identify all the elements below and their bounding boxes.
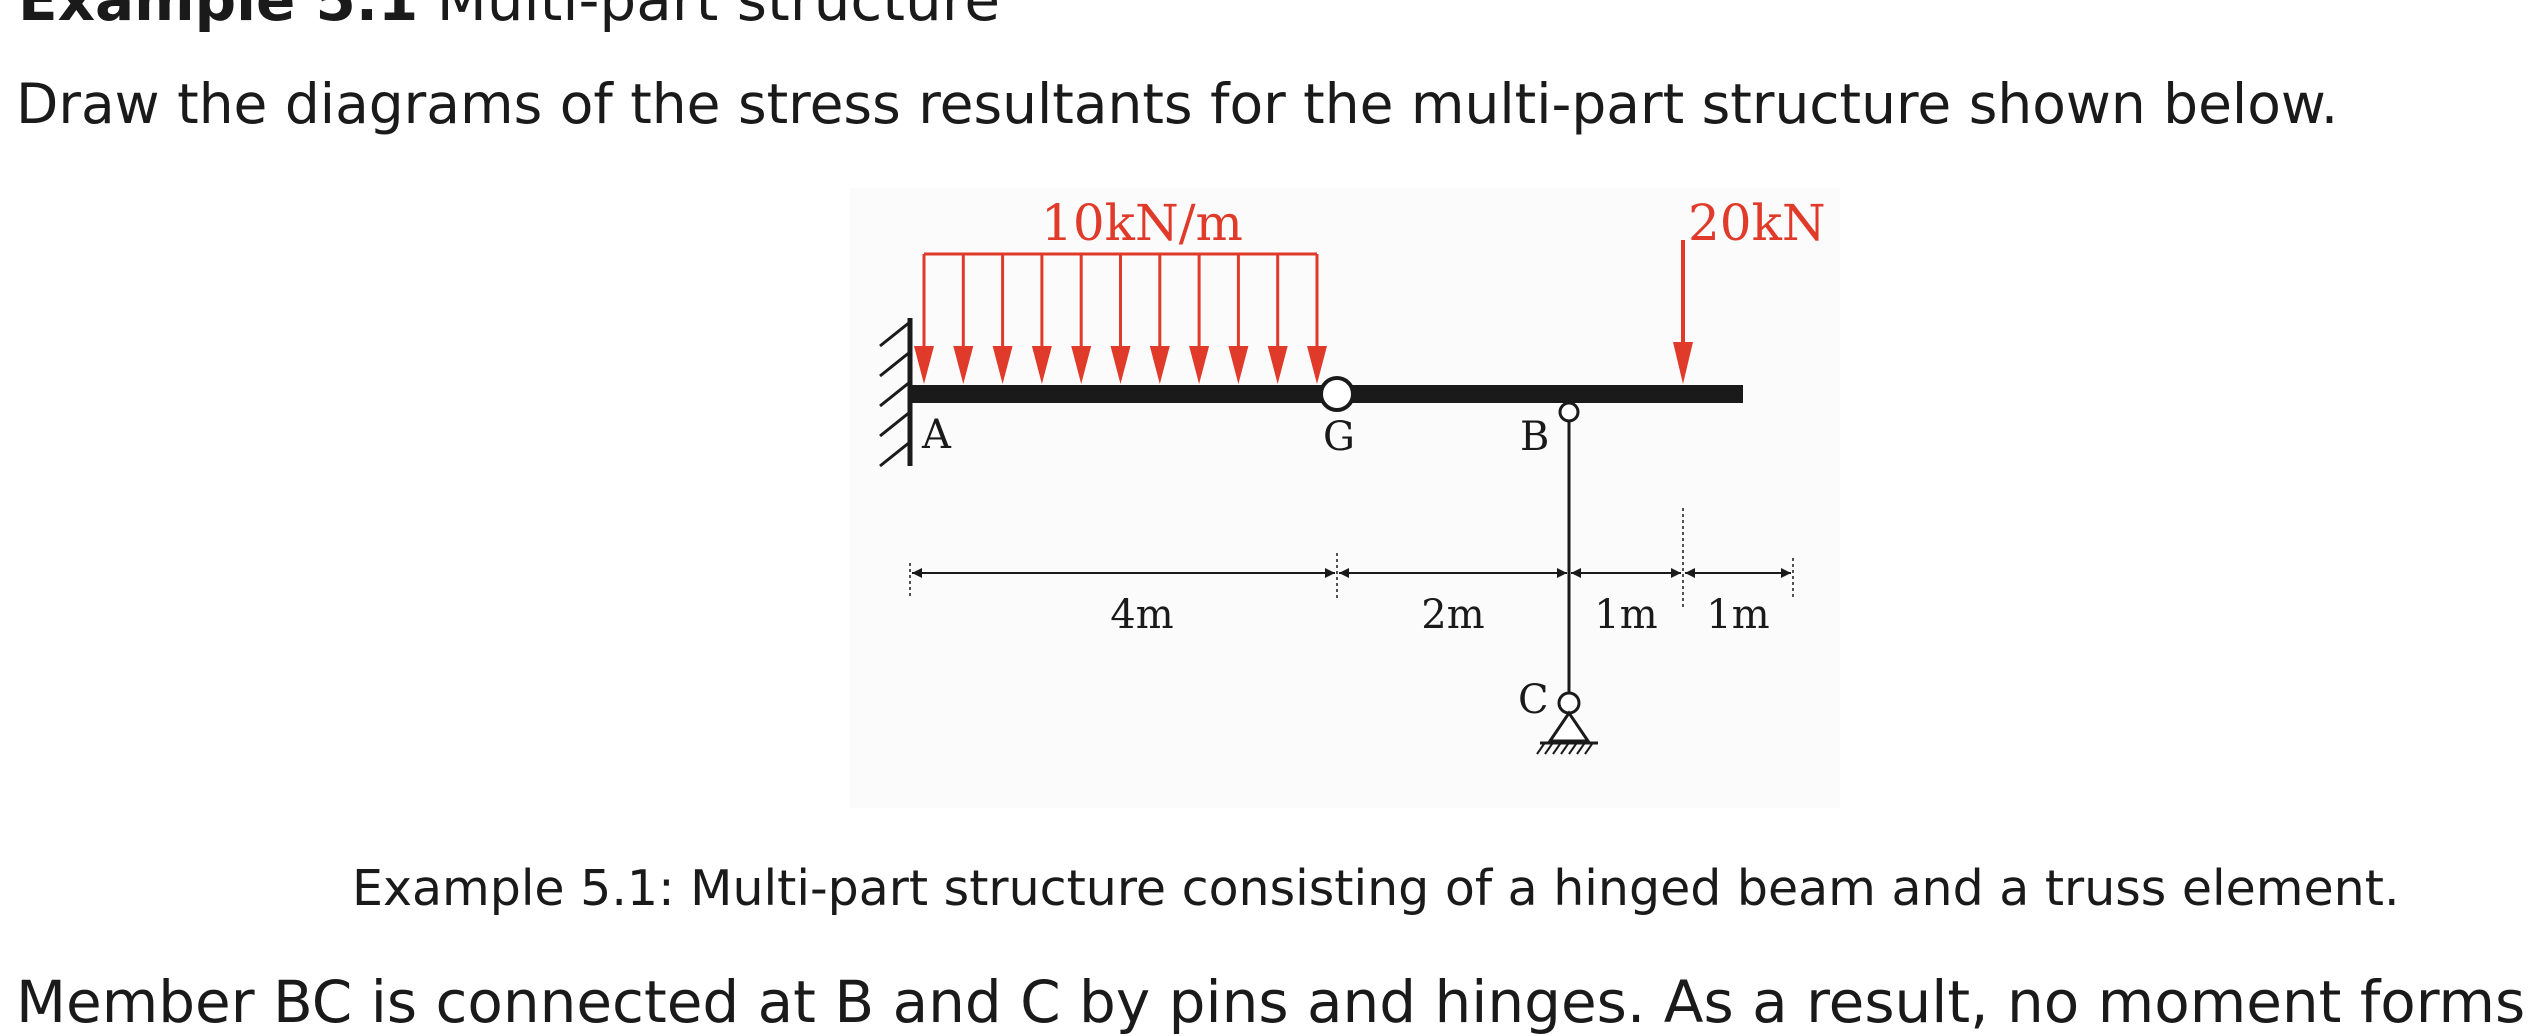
example-heading: Example 5.1 Multi-part structure <box>18 0 1000 34</box>
point-load-arrow <box>1673 240 1693 384</box>
figure-caption: Example 5.1: Multi-part structure consis… <box>352 860 2400 917</box>
distributed-load-arrow-head <box>1267 346 1288 384</box>
structure-figure: 10kN/m 20kN A G B C 4m 2m 1m 1m <box>850 188 1840 808</box>
point-label-A: A <box>921 412 952 458</box>
distributed-load-arrow-head <box>1149 346 1170 384</box>
example-title: Multi-part structure <box>436 0 1001 34</box>
dimension-label-1m-second: 1m <box>1706 592 1769 638</box>
example-label: Example 5.1 <box>18 0 419 34</box>
distributed-load-arrow-head <box>992 346 1013 384</box>
intro-paragraph: Draw the diagrams of the stress resultan… <box>16 72 2339 136</box>
distributed-load-arrow-head <box>1228 346 1249 384</box>
point-label-B: B <box>1520 414 1549 460</box>
distributed-load-label: 10kN/m <box>1041 194 1243 252</box>
following-paragraph: Member BC is connected at B and C by pin… <box>16 968 2537 1036</box>
structure-diagram: 10kN/m 20kN A G B C 4m 2m 1m 1m <box>879 194 1826 755</box>
beam-segment-AG <box>910 385 1328 403</box>
distributed-load-arrow-head <box>1071 346 1092 384</box>
dimension-label-2m: 2m <box>1421 592 1484 638</box>
distributed-load-arrow-head <box>1110 346 1131 384</box>
distributed-load-arrow-head <box>914 346 934 384</box>
fixed-support-A <box>879 318 913 468</box>
point-load-label: 20kN <box>1688 194 1826 252</box>
point-label-G: G <box>1323 414 1355 460</box>
point-label-C: C <box>1518 677 1549 723</box>
hinge-G-icon <box>1319 376 1355 412</box>
distributed-load <box>914 252 1327 384</box>
distributed-load-arrow-head <box>1189 346 1210 384</box>
dimension-extension-lines <box>909 508 1794 608</box>
distributed-load-arrow-head <box>1307 346 1327 384</box>
distributed-load-arrow-head <box>1031 346 1052 384</box>
dimension-label-4m: 4m <box>1110 592 1173 638</box>
distributed-load-arrow-head <box>953 346 974 384</box>
pin-support-C <box>1536 691 1598 755</box>
beam-segment-GD <box>1348 385 1743 403</box>
dimension-label-1m-first: 1m <box>1594 592 1657 638</box>
pin-B-icon <box>1558 401 1580 423</box>
